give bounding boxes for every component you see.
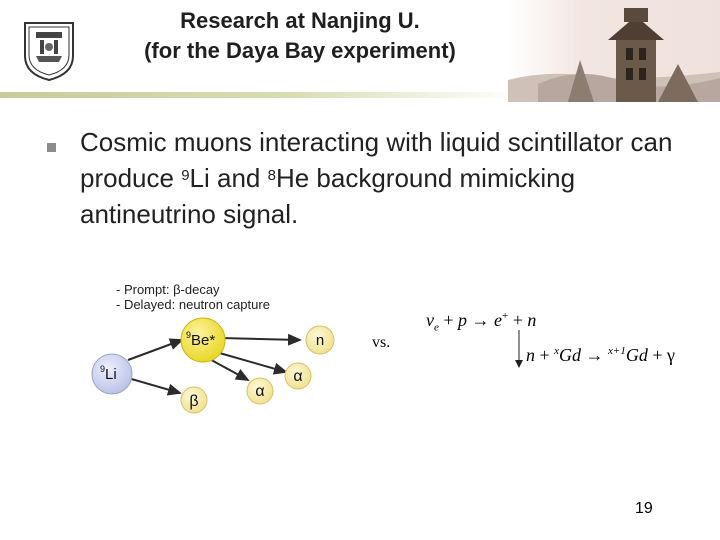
eq2-gd-sup-right: x+1 <box>608 345 626 357</box>
alpha-node-1-label: α <box>293 368 302 385</box>
li-mass-number: 9 <box>181 167 190 184</box>
eq1-n: n <box>527 310 537 330</box>
li9-node-label: 9Li <box>100 364 117 383</box>
be9-node-mass: 9 <box>186 330 191 340</box>
eq2-arrow: → <box>581 345 609 365</box>
campus-tower-photo <box>508 0 720 102</box>
university-seal-logo <box>24 22 74 82</box>
he-mass-number: 8 <box>267 167 276 184</box>
li9-node <box>91 353 133 395</box>
eq2-plus2: + <box>647 345 668 365</box>
title-line-2: (for the Daya Bay experiment) <box>144 38 456 63</box>
bullet-text-part1: Cosmic muons interacting with liquid sci… <box>80 127 673 193</box>
alpha-node-2-label: α <box>255 383 264 400</box>
eq1-p: p <box>458 310 468 330</box>
inverse-beta-decay-equation: νe + p → e+ + n <box>426 310 536 334</box>
neutron-node <box>305 325 335 355</box>
page-number: 19 <box>635 500 653 517</box>
li9-node-symbol: Li <box>105 366 117 383</box>
bullet-text-he: He background mimicking antineutrino sig… <box>80 163 576 229</box>
eq1-arrow: → <box>467 310 495 330</box>
alpha-node-2 <box>246 377 274 405</box>
be9-node-symbol: Be* <box>191 332 215 349</box>
eq2-gd-sup-left: x <box>554 345 560 357</box>
header-divider <box>0 92 520 98</box>
beta-node-label: β <box>189 393 198 410</box>
alpha-node-1 <box>284 362 312 390</box>
neutron-capture-equation: n + xGd → x+1Gd + γ <box>526 345 675 366</box>
eq1-nu-sub: e <box>434 321 439 334</box>
vs-label: vs. <box>372 334 391 351</box>
legend-delayed: - Delayed: neutron capture <box>116 297 270 312</box>
eq2-gd2: Gd <box>625 345 648 365</box>
eq2-n: n <box>526 345 535 365</box>
eq1-e-sup: + <box>502 310 509 322</box>
be9-node <box>180 317 226 363</box>
eq2-gd1: Gd <box>559 345 582 365</box>
eq2-gamma: γ <box>667 345 675 365</box>
title-line-1: Research at Nanjing U. <box>180 8 420 33</box>
eq1-plus2: + <box>508 310 528 330</box>
arrow-be-to-n <box>220 333 302 346</box>
arrow-be-to-alpha1 <box>215 351 288 375</box>
beta-node <box>180 386 208 414</box>
neutron-node-label: n <box>316 332 324 349</box>
legend-prompt: - Prompt: β-decay <box>116 282 220 297</box>
bullet-square-icon <box>47 143 56 152</box>
eq1-plus1: + <box>438 310 459 330</box>
be9-node-label: 9Be* <box>186 330 215 349</box>
eq1-nu: ν <box>426 310 434 330</box>
li9-decay-diagram: - Prompt: β-decay - Delayed: neutron cap… <box>91 282 335 414</box>
down-arrow-icon <box>515 330 523 368</box>
arrow-li-to-beta <box>127 377 182 396</box>
li9-node-mass: 9 <box>100 364 105 374</box>
bullet-text: Cosmic muons interacting with liquid sci… <box>80 124 690 232</box>
slide-title: Research at Nanjing U. (for the Daya Bay… <box>90 6 510 66</box>
eq1-e: e <box>494 310 503 330</box>
bullet-text-li: Li and <box>189 163 268 193</box>
eq2-plus: + <box>535 345 555 365</box>
arrow-li-to-be <box>127 338 184 361</box>
